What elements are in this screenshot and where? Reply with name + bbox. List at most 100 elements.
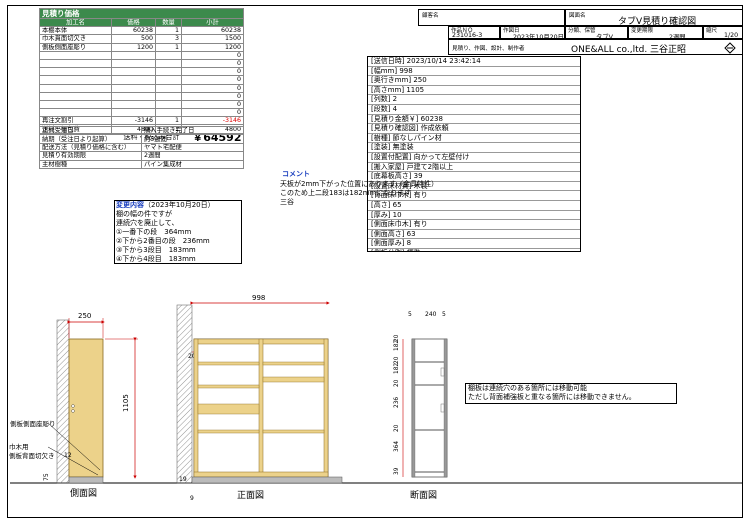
- change-line: ④下から4段目 183mm: [116, 255, 196, 263]
- side-baseboard: [68, 476, 104, 484]
- section-dim-label: 20: [394, 334, 400, 342]
- date-box: 作図日 2023年10月20日: [500, 26, 565, 41]
- spec-item: [段数] 4: [368, 105, 580, 115]
- scale-label: 縮尺: [706, 28, 718, 34]
- date-label: 作図日: [503, 28, 520, 34]
- customer-box: 顧客名: [418, 9, 565, 26]
- condition-cell: パイン集成材: [141, 159, 244, 169]
- note-line: 棚板は連続穴のある箇所には移動可能: [468, 384, 587, 392]
- change-period: 2週間: [669, 34, 686, 41]
- spec-item: [幅mm] 998: [368, 67, 580, 77]
- comment-title: コメント: [282, 170, 310, 178]
- category-box: 分類、保管 タブV: [565, 26, 628, 41]
- company-logo-icon: [724, 42, 736, 54]
- section-dim-label: 182: [394, 340, 400, 351]
- front-width-dim: 998: [252, 294, 265, 302]
- change-header: 変更内容（2023年10月20日）: [116, 201, 215, 210]
- scale-box: 縮尺 1/20: [703, 26, 743, 39]
- spec-item: [奥行きmm] 250: [368, 76, 580, 86]
- change-box-frame: [114, 200, 242, 264]
- spec-item: [側面床巾木] 有り: [368, 220, 580, 230]
- spec-item: [厚み] 10: [368, 211, 580, 221]
- front-wall: [176, 304, 193, 484]
- comment-line: 天板が2mm下がった位置にあります（金具特性）: [280, 180, 439, 188]
- drawing-frame: [7, 5, 743, 518]
- change-line: ①一番下の段 364mm: [116, 228, 192, 236]
- drawing-name: タブV見積り確認図: [618, 17, 697, 27]
- note-body: 棚板は連続穴のある箇所には移動可能ただし背面補強板と重なる箇所には移動できません…: [468, 384, 636, 402]
- spec-item: [列数] 2: [368, 95, 580, 105]
- front-9-dim: 9: [190, 495, 194, 502]
- comment-line: このため上二段183は182mmになります: [280, 189, 412, 197]
- callout-side-groove: 側板側面座彫り: [10, 419, 56, 428]
- section-dim-label: 20: [394, 356, 400, 364]
- section-dim-label: 236: [394, 397, 400, 408]
- comment-line: 三谷: [280, 198, 294, 206]
- side-view-label: 側面図: [70, 487, 97, 499]
- front-view-label: 正面図: [237, 490, 264, 501]
- side-height-dim: 1105: [122, 394, 130, 412]
- spec-item: [見積り確認図] 作成依頼: [368, 124, 580, 134]
- section-dim-label: 20: [394, 424, 400, 432]
- front-view: 998 469 469 20 19 9 正面図: [176, 294, 343, 502]
- spec-item: [背面床巾木] 有り: [368, 191, 580, 201]
- maker: ONE&ALL co.,ltd. 三谷正昭: [571, 45, 687, 55]
- comment-body: 天板が2mm下がった位置にあります（金具特性）このため上二段183は182mmに…: [280, 180, 438, 207]
- section-view-label: 断面図: [410, 489, 437, 501]
- spec-item: [見積り金額￥] 60238: [368, 115, 580, 125]
- section-dim-label: 182: [394, 363, 400, 374]
- category-label: 分類、保管: [568, 28, 596, 34]
- work-no-box: 作品ＮＯ 231016-3: [448, 26, 500, 39]
- spec-item: [設置付配置] 向かって左壁付け: [368, 153, 580, 163]
- work-no: 231016-3: [452, 32, 483, 39]
- drawing-name-box: 図面名 タブV見積り確認図: [565, 9, 743, 27]
- change-box: 変更期限 2週間: [628, 26, 703, 41]
- conditions-table: 正式受注日購入手続き完了日納期（受注日より起算）約5週間配送方法（見積り価格に含…: [39, 125, 244, 169]
- maker-box: 見積り、作図、設計、制作者 ONE&ALL co.,ltd. 三谷正昭: [448, 39, 743, 55]
- side-12-dim: 12: [64, 452, 72, 459]
- side-view: 250 1105 12 75 側板側面座彫り 巾木用 側板背面切欠き 側面図: [9, 312, 138, 499]
- change-line: 連続穴を廃止して、: [116, 219, 179, 227]
- note-line: ただし背面補強板と重なる箇所には移動できません。: [468, 393, 636, 401]
- scale: 1/20: [724, 32, 739, 39]
- spec-item: [搬入家屋] 戸建て2階以上: [368, 163, 580, 173]
- sec-240-dim: 240: [425, 311, 437, 318]
- spec-item: [側板分割] 標準: [368, 249, 580, 251]
- sec-5a-dim: 5: [408, 311, 412, 318]
- section-dim-label: 364: [394, 441, 400, 452]
- spec-item: [送信日時] 2023/10/14 23:42:14: [368, 57, 580, 67]
- draw-date: 2023年10月20日: [513, 34, 564, 41]
- spec-item: [側面高さ] 63: [368, 230, 580, 240]
- callout-baseboard-b: 側板背面切欠き: [9, 451, 55, 460]
- spec-list: [送信日時] 2023/10/14 23:42:14[幅mm] 998[奥行きm…: [367, 56, 581, 252]
- change-date: （2023年10月20日）: [144, 201, 215, 209]
- section-dim-label: 39: [394, 467, 400, 475]
- side-panel: [68, 338, 104, 478]
- change-line: ③下から3段目 183mm: [116, 246, 196, 254]
- side-depth-dim: 250: [78, 312, 91, 320]
- spec-item: [高さmm] 1105: [368, 86, 580, 96]
- spec-item: [高さ] 65: [368, 201, 580, 211]
- change-title: 変更内容: [116, 201, 144, 209]
- drawing-label: 図面名: [569, 13, 586, 19]
- callout-baseboard-a: 巾木用: [9, 442, 29, 451]
- customer-label: 顧客名: [422, 13, 439, 19]
- maker-label: 見積り、作図、設計、制作者: [452, 46, 525, 52]
- note-frame: [465, 383, 677, 404]
- sec-5b-dim: 5: [442, 311, 446, 318]
- work-no-label: 作品ＮＯ: [451, 28, 474, 34]
- category: タブV: [596, 34, 613, 41]
- front-19-dim: 19: [179, 476, 187, 483]
- spec-item: [樹種] 節なしパイン材: [368, 134, 580, 144]
- front-20-dim: 20: [188, 353, 196, 360]
- change-line: ②下から2番目の段 236mm: [116, 237, 210, 245]
- change-line: 棚の幅の件ですが: [116, 210, 172, 218]
- spec-item: [設置床材質] 木製: [368, 182, 580, 192]
- condition-row: 主材樹種パイン集成材: [39, 159, 244, 169]
- spec-item: [側面厚み] 8: [368, 239, 580, 249]
